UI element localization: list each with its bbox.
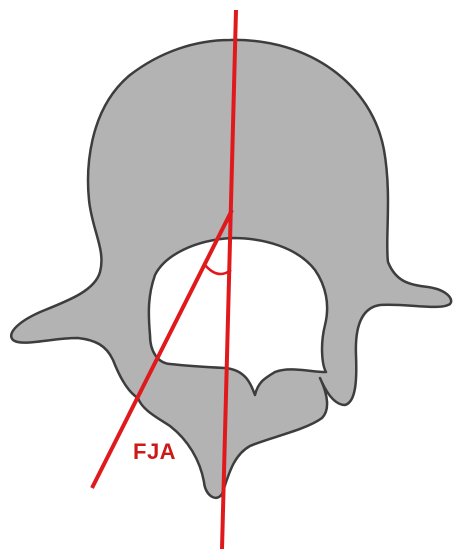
angle-arc bbox=[205, 265, 231, 274]
fja-label: FJA bbox=[133, 439, 176, 464]
